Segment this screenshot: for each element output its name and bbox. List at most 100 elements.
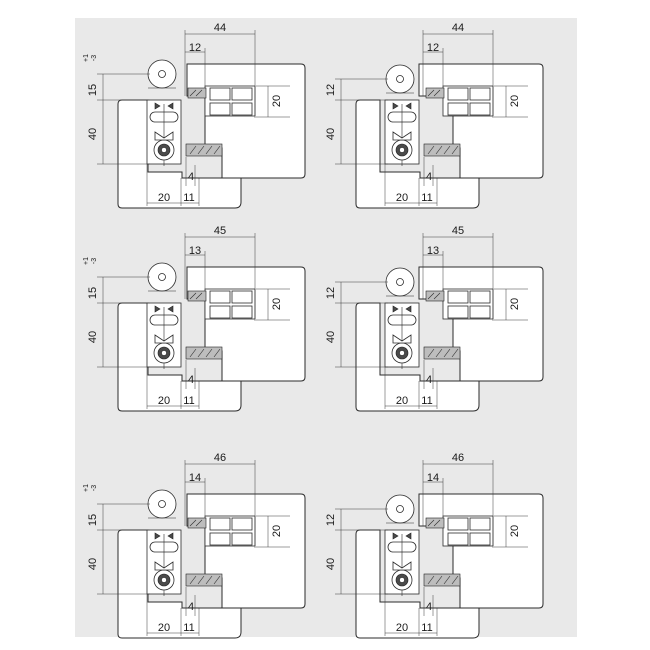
adjust-arrows-icon: [392, 102, 412, 110]
leaf-cell-0: [447, 290, 469, 304]
upper-clamp: [187, 87, 207, 99]
door-frame-outline: [418, 63, 544, 179]
depth-dim-label: 20: [509, 95, 521, 107]
lower-screw-hole-icon: [399, 350, 405, 356]
leaf-cell-0: [447, 517, 469, 531]
lower-screw-hole-icon: [161, 350, 167, 356]
leaf-cell-2: [447, 532, 469, 546]
lower-web: [154, 131, 174, 141]
bottom-right-dim-label: 11: [421, 395, 432, 407]
bottom-left-dim-label: 20: [158, 622, 170, 634]
tolerance-lower-label: -3: [91, 55, 98, 61]
door-frame-outline: [186, 63, 306, 179]
gap-dim-label: 4: [426, 171, 432, 183]
lower-web: [392, 561, 412, 571]
leaf-cell-1: [231, 517, 253, 531]
width-dim-label: 46: [214, 452, 226, 464]
lower-clamp-hatch: [189, 145, 221, 155]
lower-clamp-hatch: [427, 145, 459, 155]
vertical-dim-label: 15: [87, 514, 99, 526]
clamp-hatch-lines: [427, 292, 441, 300]
lower-clamp: [423, 346, 461, 360]
tolerance-upper-label: +1: [83, 484, 90, 492]
gap-dim-label: 4: [426, 601, 432, 613]
height-dim-label: 40: [325, 558, 337, 570]
height-dim-label: 40: [325, 331, 337, 343]
lower-clamp-hatch: [427, 575, 459, 585]
bottom-left-dim-label: 20: [396, 622, 408, 634]
lower-screw-hole-icon: [161, 147, 167, 153]
gap-dim-label: 4: [426, 374, 432, 386]
frame-body-outline: [117, 302, 242, 412]
tolerance-upper-label: +1: [83, 257, 90, 265]
depth-dim-label: 20: [271, 525, 283, 537]
leaf-cell-3: [231, 532, 253, 546]
clamp-hatch-lines: [189, 89, 203, 97]
upper-clamp: [187, 290, 207, 302]
lower-clamp: [185, 573, 223, 587]
width-dim-label: 46: [452, 452, 464, 464]
clamp-hatch-lines: [427, 89, 441, 97]
depth-dim-label: 20: [509, 298, 521, 310]
vertical-dim-label: 12: [325, 287, 337, 299]
bottom-left-dim-label: 20: [158, 192, 170, 204]
offset-dim-label: 12: [189, 42, 201, 54]
vertical-dim-label: 12: [325, 514, 337, 526]
lower-screw-hole-icon: [399, 577, 405, 583]
lower-clamp: [185, 346, 223, 360]
adjust-arrows-icon: [154, 102, 174, 110]
leaf-cell-1: [469, 517, 491, 531]
leaf-cell-2: [209, 102, 231, 116]
hinge-pin-icon: [158, 500, 166, 508]
door-frame-outline: [418, 493, 544, 609]
door-frame-outline: [186, 266, 306, 382]
width-dim-label: 45: [452, 225, 464, 237]
offset-dim-label: 13: [189, 245, 201, 257]
bottom-right-dim-label: 11: [183, 192, 194, 204]
leaf-cell-3: [469, 102, 491, 116]
lower-clamp-hatch: [189, 348, 221, 358]
leaf-cell-1: [231, 87, 253, 101]
gap-dim-label: 4: [188, 171, 194, 183]
hinge-pin-icon: [158, 70, 166, 78]
leaf-cell-3: [231, 102, 253, 116]
lower-clamp-hatch: [427, 348, 459, 358]
adjust-arrows-icon: [154, 305, 174, 313]
adjust-arrows-icon: [154, 532, 174, 540]
vertical-dim-label: 15: [87, 84, 99, 96]
bottom-left-dim-label: 20: [396, 192, 408, 204]
frame-body-outline: [117, 99, 242, 209]
lower-screw-hole-icon: [161, 577, 167, 583]
offset-dim-label: 14: [427, 472, 439, 484]
bottom-right-dim-label: 11: [421, 192, 432, 204]
tolerance-lower-label: -3: [91, 485, 98, 491]
upper-clamp: [425, 290, 445, 302]
bottom-right-dim-label: 11: [421, 622, 432, 634]
hinge-pin-icon: [158, 273, 166, 281]
lower-clamp: [423, 143, 461, 157]
upper-clamp: [425, 87, 445, 99]
tolerance-lower-label: -3: [91, 258, 98, 264]
lower-web: [154, 334, 174, 344]
leaf-cell-2: [447, 102, 469, 116]
offset-dim-label: 14: [189, 472, 201, 484]
lower-clamp: [423, 573, 461, 587]
leaf-cell-0: [209, 87, 231, 101]
height-dim-label: 40: [87, 331, 99, 343]
leaf-cell-3: [231, 305, 253, 319]
lower-clamp-hatch: [189, 575, 221, 585]
leaf-cell-1: [469, 290, 491, 304]
clamp-hatch-lines: [189, 292, 203, 300]
offset-dim-label: 13: [427, 245, 439, 257]
door-frame-outline: [186, 493, 306, 609]
upper-clamp: [187, 517, 207, 529]
leaf-cell-2: [209, 305, 231, 319]
leaf-cell-0: [209, 517, 231, 531]
hinge-pin-icon: [396, 505, 404, 513]
bottom-right-dim-label: 11: [183, 395, 194, 407]
leaf-cell-2: [447, 305, 469, 319]
